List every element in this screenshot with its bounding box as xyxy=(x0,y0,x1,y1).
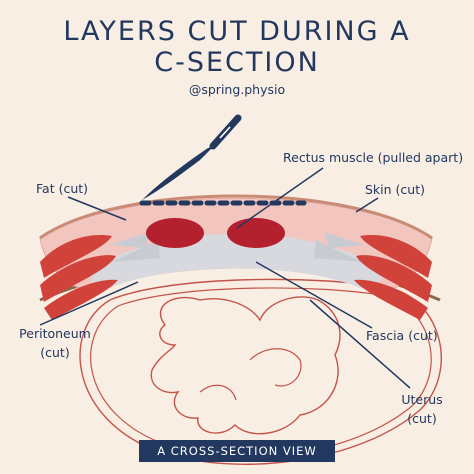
label-uterus-line1: Uterus xyxy=(401,392,443,407)
label-uterus: Uterus (cut) xyxy=(392,392,452,427)
cross-section-banner: A CROSS-SECTION VIEW xyxy=(139,440,335,462)
left-muscle-1 xyxy=(40,235,112,278)
leader-peritoneum xyxy=(39,281,139,326)
fascia-band xyxy=(90,234,383,289)
fetus-outline xyxy=(150,296,341,435)
leader-uterus xyxy=(309,299,411,389)
skin-line xyxy=(39,194,433,240)
leader-fat xyxy=(67,196,127,221)
label-peritoneum-line2: (cut) xyxy=(40,345,70,360)
left-muscle-3 xyxy=(44,279,118,320)
rectus-muscle-right xyxy=(227,218,285,248)
fascia-strands-right xyxy=(314,232,364,262)
fetus-limb-line xyxy=(249,348,302,387)
label-uterus-line2: (cut) xyxy=(407,411,437,426)
leader-rectus xyxy=(236,167,324,229)
title-line-2: C-SECTION xyxy=(154,47,320,78)
label-rectus-muscle: Rectus muscle (pulled apart) xyxy=(283,150,464,165)
left-muscle-2 xyxy=(40,255,116,302)
uterus-inner-outline xyxy=(90,287,432,458)
uterus-outline xyxy=(79,278,442,465)
label-fat: Fat (cut) xyxy=(36,181,89,196)
author-handle: @spring.physio xyxy=(188,82,286,97)
rectus-muscle-left xyxy=(146,218,204,248)
label-skin: Skin (cut) xyxy=(365,182,425,197)
fetus-leg-line xyxy=(199,384,237,401)
fascia-strands-left xyxy=(110,232,160,262)
right-muscle-3 xyxy=(354,279,428,320)
leader-fascia xyxy=(255,261,373,329)
title-line-1: LAYERS CUT DURING A xyxy=(63,16,411,47)
label-peritoneum: Peritoneum (cut) xyxy=(14,326,96,361)
right-muscle-2 xyxy=(356,255,432,302)
right-muscle-1 xyxy=(360,235,432,278)
label-peritoneum-line1: Peritoneum xyxy=(19,326,91,341)
scalpel-icon xyxy=(142,114,242,200)
leader-skin xyxy=(355,197,379,213)
label-fascia: Fascia (cut) xyxy=(366,328,438,343)
